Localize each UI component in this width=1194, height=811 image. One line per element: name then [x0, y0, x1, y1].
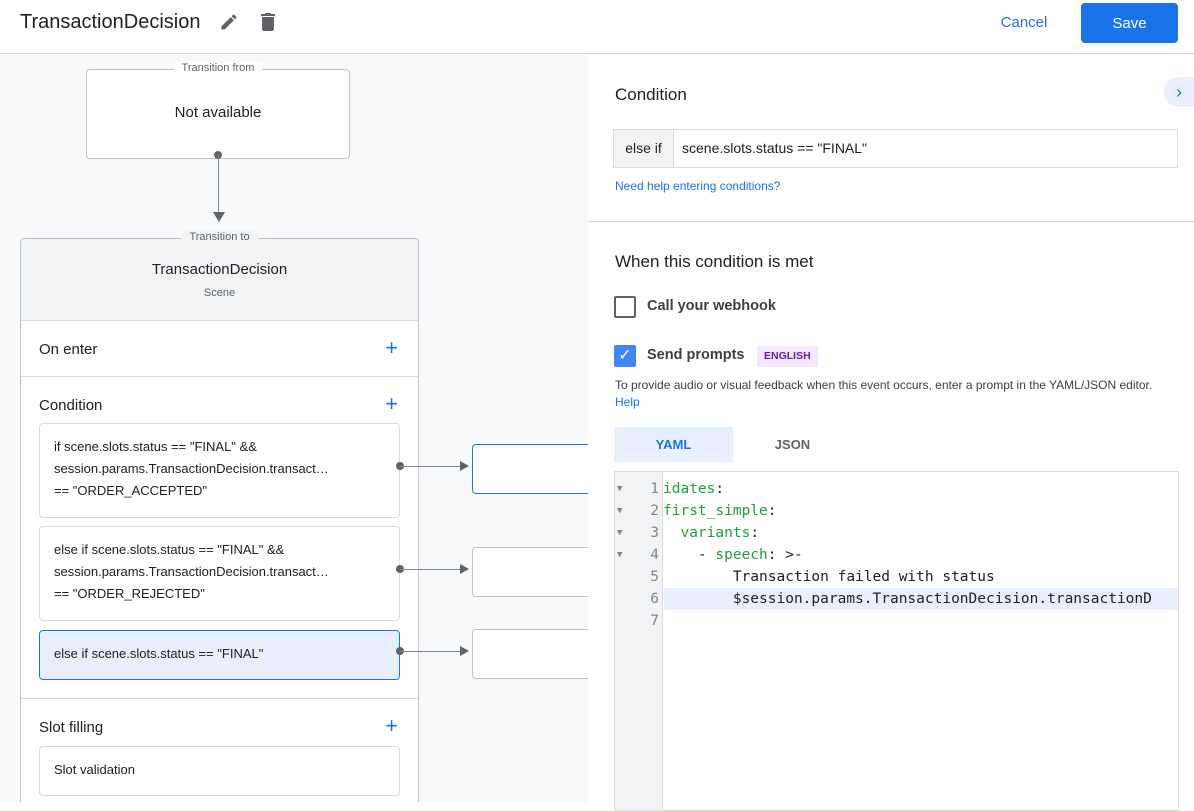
- divider: [588, 221, 1194, 222]
- connector-line: [400, 651, 462, 652]
- chevron-right-icon: ›: [1176, 82, 1182, 102]
- fold-arrow-icon[interactable]: ▼: [617, 528, 623, 538]
- condition-text: session.params.TransactionDecision.trans…: [54, 564, 329, 579]
- prompt-description: To provide audio or visual feedback when…: [615, 377, 1175, 411]
- send-prompts-label: Send prompts: [647, 347, 745, 363]
- condition-field[interactable]: else if scene.slots.status == "FINAL": [613, 129, 1178, 168]
- line-number: 6: [650, 591, 659, 607]
- top-bar: TransactionDecision Cancel Save: [0, 0, 1194, 54]
- condition-item[interactable]: else if scene.slots.status == "FINAL" &&…: [39, 526, 400, 621]
- code-text: first_simple:: [663, 503, 777, 519]
- flow-canvas[interactable]: Transition from Not available Transition…: [0, 55, 588, 802]
- on-enter-section[interactable]: On enter +: [21, 320, 418, 376]
- code-line[interactable]: ▼ 4 - speech: >-: [615, 544, 1178, 566]
- slot-filling-label: Slot filling: [39, 719, 104, 736]
- condition-heading: Condition: [615, 85, 687, 104]
- condition-label: Condition: [39, 397, 103, 414]
- code-line[interactable]: ▼ 3 variants:: [615, 522, 1178, 544]
- condition-input[interactable]: scene.slots.status == "FINAL": [682, 140, 868, 156]
- scene-header-bg: [21, 239, 418, 320]
- arrow-down-icon: [213, 212, 225, 222]
- fold-arrow-icon[interactable]: ▼: [617, 506, 623, 516]
- code-text: - speech: >-: [663, 547, 803, 563]
- line-number: 2: [650, 503, 659, 519]
- scene-subtitle: Scene: [203, 287, 236, 299]
- description-text: To provide audio or visual feedback when…: [615, 378, 1153, 392]
- tab-yaml[interactable]: YAML: [614, 427, 733, 462]
- code-text: idates:: [663, 481, 725, 497]
- line-highlight: [664, 588, 1178, 610]
- scene-node: Transition to TransactionDecision Scene …: [20, 231, 419, 802]
- transition-to-legend: Transition to: [181, 231, 258, 243]
- page-title: TransactionDecision: [20, 11, 201, 33]
- transition-target-node[interactable]: [472, 444, 588, 494]
- on-enter-label: On enter: [39, 341, 98, 358]
- met-heading: When this condition is met: [615, 252, 814, 271]
- condition-text: if scene.slots.status == "FINAL" &&: [54, 439, 257, 454]
- check-icon: ✓: [618, 347, 632, 364]
- condition-panel: Condition › else if scene.slots.status =…: [588, 55, 1194, 811]
- send-prompts-checkbox[interactable]: ✓: [614, 345, 636, 367]
- slot-filling-section: Slot filling + Slot validation: [21, 698, 418, 802]
- arrow-right-icon: [460, 564, 469, 574]
- condition-text: else if scene.slots.status == "FINAL": [54, 646, 264, 661]
- transition-from-text: Not available: [174, 104, 262, 121]
- add-on-enter-icon[interactable]: +: [385, 335, 398, 360]
- save-button[interactable]: Save: [1081, 3, 1178, 43]
- delete-icon[interactable]: [256, 10, 280, 34]
- line-number: 7: [650, 613, 659, 629]
- condition-text: else if scene.slots.status == "FINAL" &&: [54, 542, 285, 557]
- condition-prefix: else if: [614, 130, 674, 167]
- code-line[interactable]: 6 $session.params.TransactionDecision.tr…: [615, 588, 1178, 610]
- condition-text: == "ORDER_ACCEPTED": [54, 483, 207, 498]
- code-line[interactable]: 5 Transaction failed with status: [615, 566, 1178, 588]
- line-number: 5: [650, 569, 659, 585]
- code-line[interactable]: 7: [615, 610, 1178, 632]
- connector-line: [400, 466, 462, 467]
- code-text: Transaction failed with status: [663, 569, 995, 585]
- add-slot-icon[interactable]: +: [385, 713, 398, 738]
- collapse-panel-button[interactable]: ›: [1164, 77, 1194, 107]
- line-number: 4: [650, 547, 659, 563]
- fold-arrow-icon[interactable]: ▼: [617, 484, 623, 494]
- condition-text: == "ORDER_REJECTED": [54, 586, 205, 601]
- code-text: variants:: [680, 525, 760, 541]
- transition-from-legend: Transition from: [173, 62, 263, 74]
- tab-json[interactable]: JSON: [774, 437, 811, 452]
- help-conditions-link[interactable]: Need help entering conditions?: [615, 179, 781, 193]
- webhook-label: Call your webhook: [647, 298, 776, 314]
- help-link[interactable]: Help: [615, 395, 640, 409]
- webhook-checkbox[interactable]: [614, 296, 636, 318]
- line-number: 1: [650, 481, 659, 497]
- code-text: $session.params.TransactionDecision.tran…: [663, 591, 1152, 607]
- line-number: 3: [650, 525, 659, 541]
- transition-from-node[interactable]: Transition from Not available: [86, 62, 350, 159]
- arrow-right-icon: [460, 461, 469, 471]
- condition-item[interactable]: if scene.slots.status == "FINAL" && sess…: [39, 423, 400, 518]
- transition-target-node[interactable]: [472, 629, 588, 679]
- arrow-right-icon: [460, 646, 469, 656]
- editor-gutter: [615, 472, 663, 810]
- slot-validation-item[interactable]: Slot validation: [39, 746, 400, 796]
- language-badge: ENGLISH: [757, 346, 818, 367]
- scene-title: TransactionDecision: [151, 261, 288, 278]
- condition-text: session.params.TransactionDecision.trans…: [54, 461, 329, 476]
- connector-line: [400, 569, 462, 570]
- cancel-button[interactable]: Cancel: [980, 6, 1068, 38]
- edit-icon[interactable]: [219, 12, 239, 32]
- fold-arrow-icon[interactable]: ▼: [617, 550, 623, 560]
- transition-target-node[interactable]: [472, 547, 588, 597]
- add-condition-icon[interactable]: +: [385, 391, 398, 416]
- slot-validation-label: Slot validation: [54, 762, 135, 777]
- condition-section: Condition + if scene.slots.status == "FI…: [21, 376, 418, 698]
- condition-item-selected[interactable]: else if scene.slots.status == "FINAL": [39, 630, 400, 680]
- connector-line: [218, 155, 219, 213]
